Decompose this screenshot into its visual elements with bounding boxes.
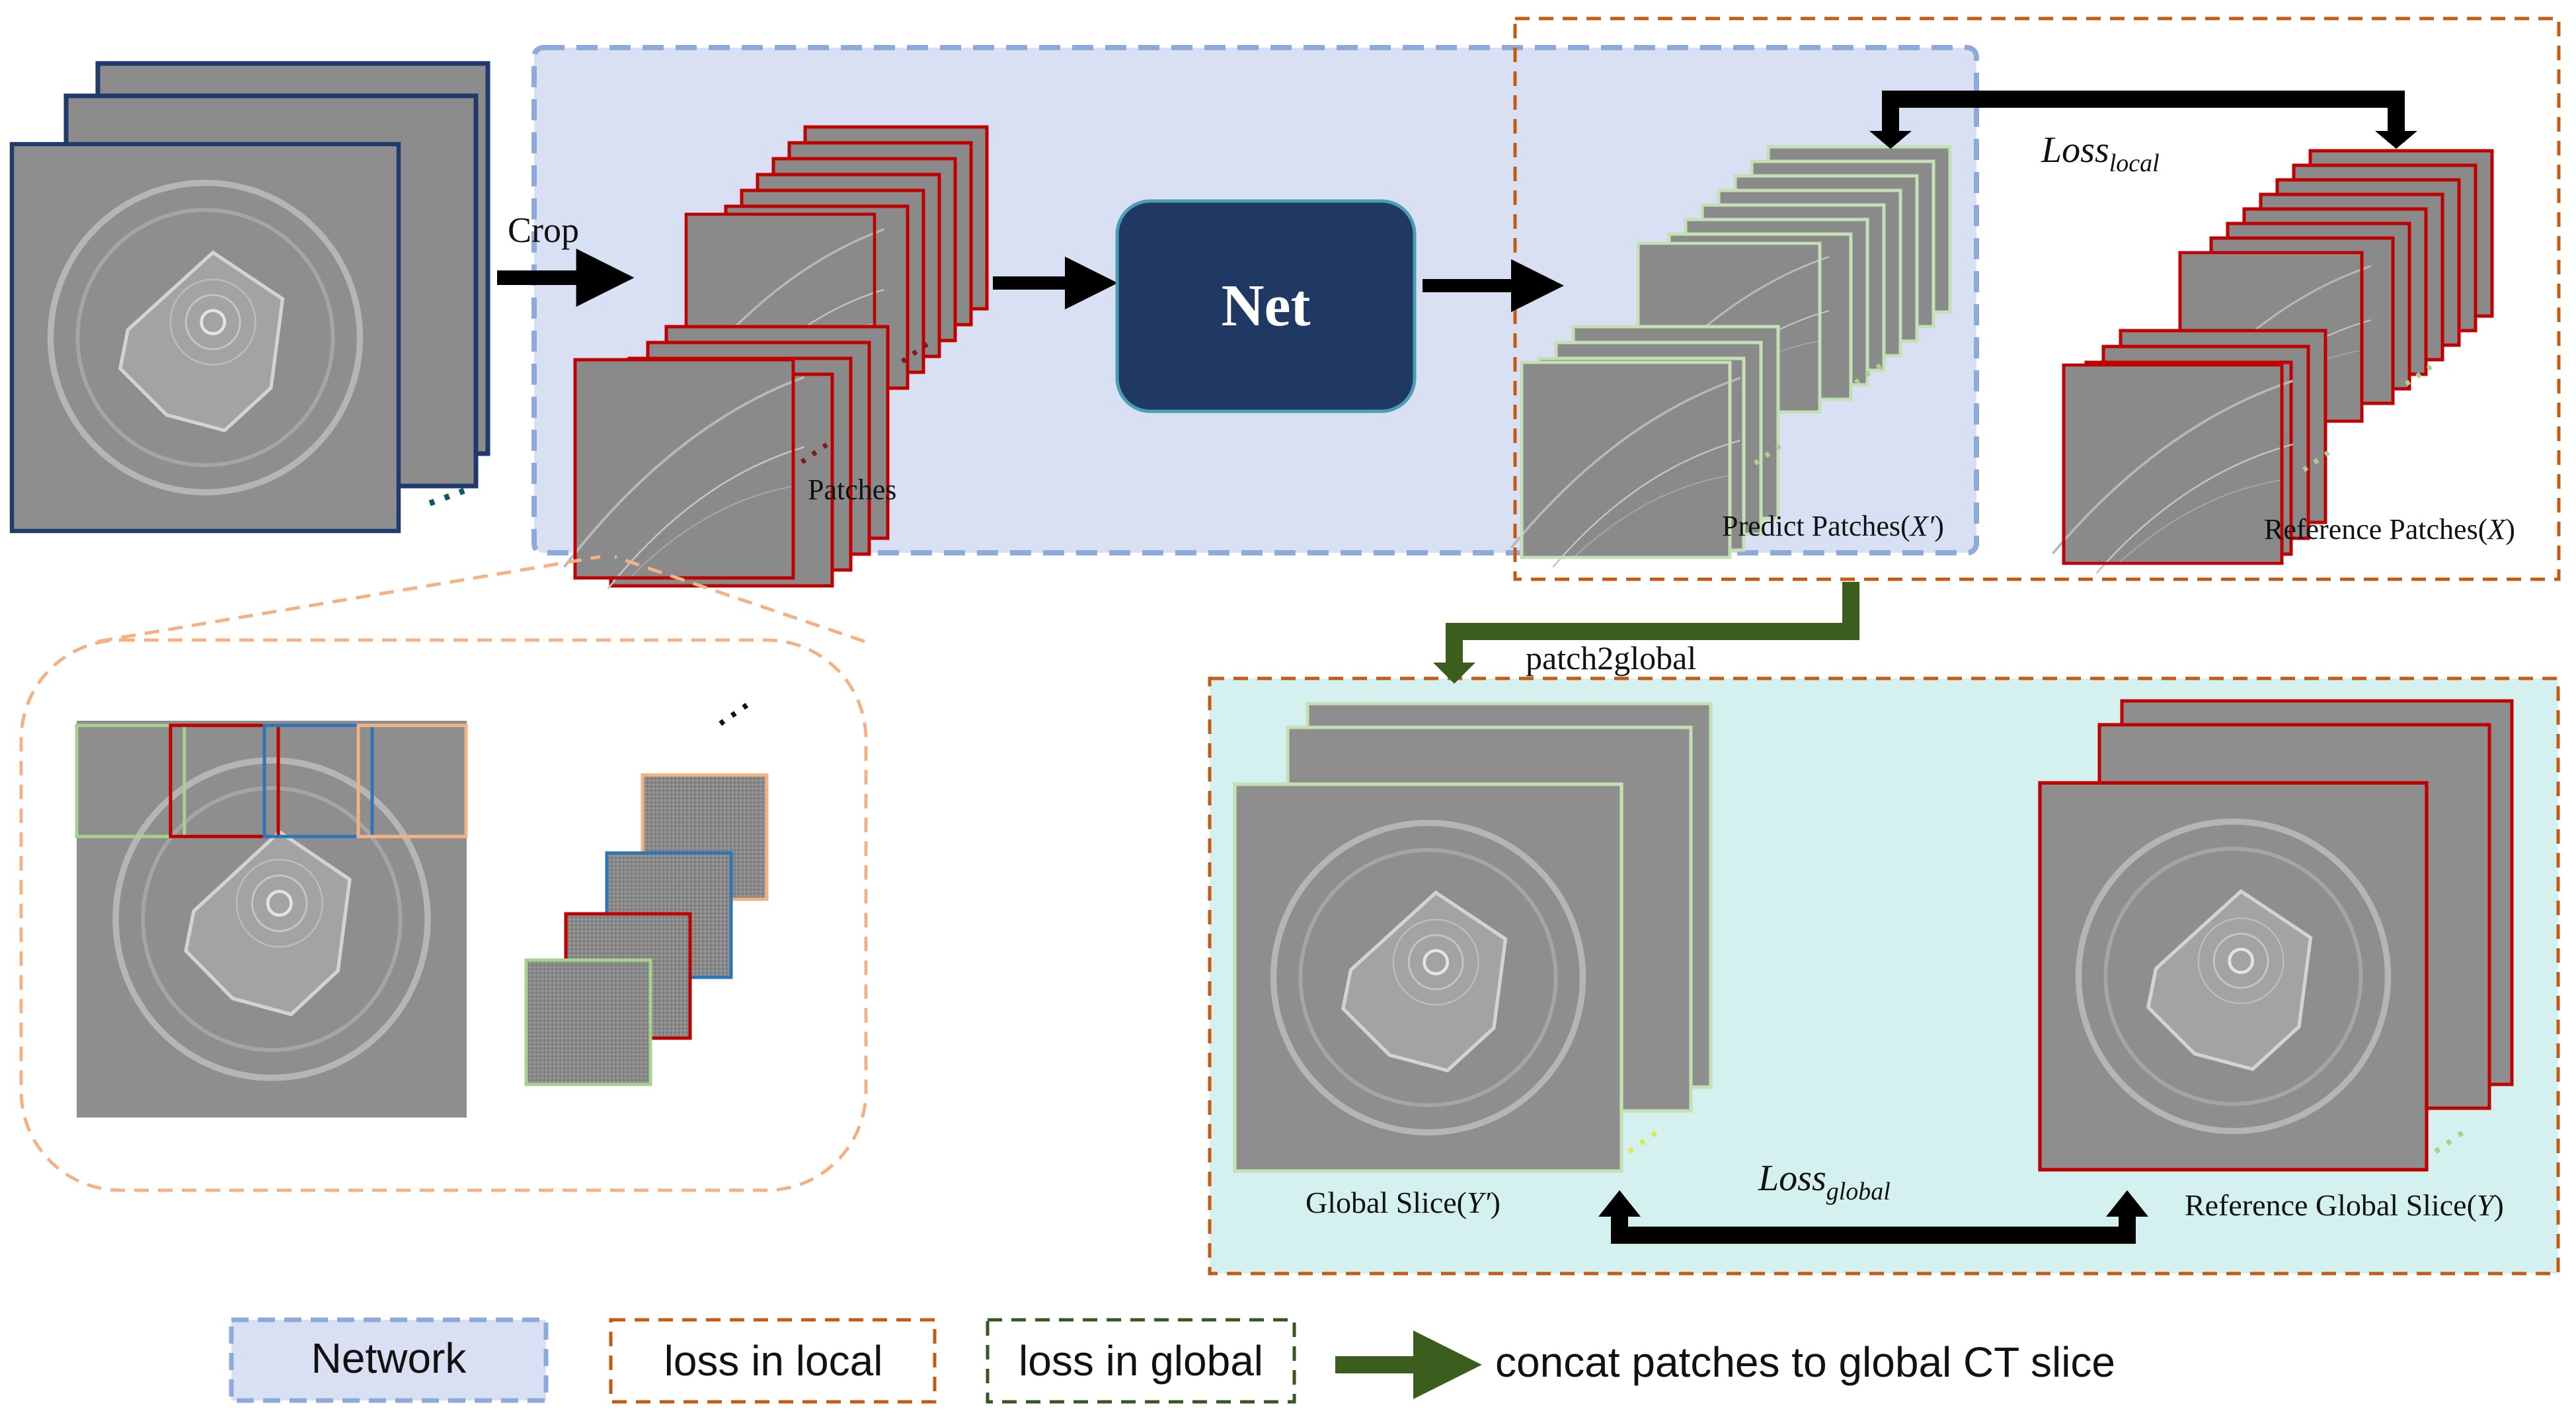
legend-loss-global-label: loss in global [1019,1337,1263,1385]
crop-illustration-slice [77,721,467,1117]
predict-patches-label: Predict Patches(X′) [1722,510,1944,542]
reference-global-slice-stack: ⋯ [2040,699,2514,1172]
legend-concat-label: concat patches to global CT slice [1495,1338,2115,1386]
net-label: Net [1222,273,1311,339]
reference-patches-label: Reference Patches(X) [2264,513,2515,546]
global-slice-stack: ⋯ [1235,702,1713,1172]
patch2global-arrow [1446,582,1859,668]
cropped-patches-cascade: ⋯ [524,682,769,1086]
legend-network-swatch [229,1317,549,1403]
reference-global-slice-label: Reference Global Slice(Y) [2185,1188,2504,1222]
legend: Network loss in local loss in global con… [229,1317,2115,1404]
reference-patches-stack: ⋯ ⋯ [2051,149,2494,575]
crop-window-red [169,723,280,838]
legend-loss-local-label: loss in local [664,1337,883,1385]
patches-front-stack [563,325,890,590]
patch2global-label: patch2global [1526,639,1696,676]
legend-network-label: Network [311,1334,467,1382]
zoom-connector-lines [97,555,865,643]
crop-label: Crop [508,210,579,250]
loss-global-arrowhead-left [1598,1190,1641,1217]
net-block: Net [1115,199,1417,413]
loss-local-connector [1882,91,2405,142]
loss-global-connector [1611,1210,2136,1244]
loss-global-arrowhead-right [2106,1190,2148,1217]
loss-local-arrowhead-right [2375,131,2417,149]
patch2global-arrowhead [1433,663,1475,684]
patches-label: Patches [808,473,896,506]
global-slice-label: Global Slice(Y′) [1306,1186,1501,1219]
loss-global-label: Lossglobal [1758,1158,1891,1205]
input-ct-stack: ⋯ [12,61,490,531]
cropped-patch-green [524,958,652,1086]
crop-window-green [75,723,186,838]
input-ct-slice [12,144,399,531]
loss-local-label: Losslocal [2041,130,2160,177]
legend-loss-global-swatch [986,1318,1296,1404]
crop-illustration-region [19,638,868,1192]
crop-window-orange [356,723,468,838]
crop-window-blue [262,723,374,838]
legend-loss-local-swatch [609,1318,937,1404]
patches-stack: ⋯ ⋯ Patches [563,125,989,590]
cropped-ellipsis: ⋯ [702,682,763,745]
predict-patches-stack: ⋯ ⋯ [1510,145,1952,569]
loss-local-arrowhead-left [1869,131,1912,149]
